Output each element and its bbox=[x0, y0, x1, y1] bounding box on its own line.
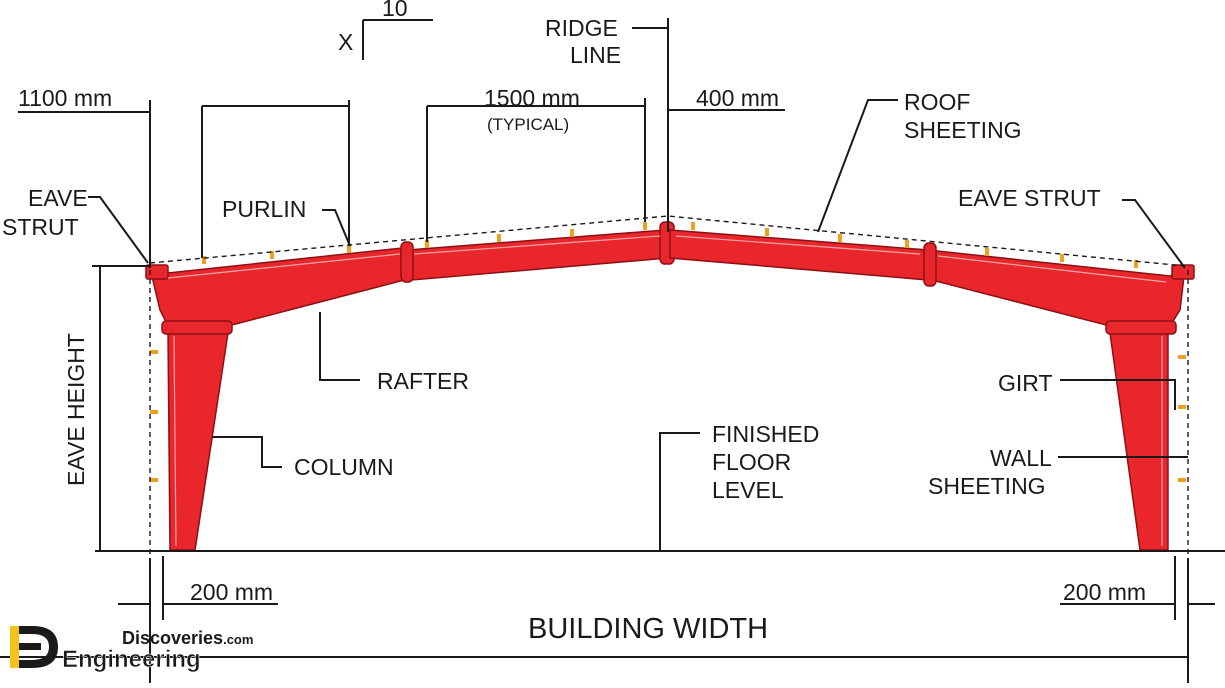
slope-rise-label: X bbox=[338, 29, 353, 55]
right-eave-strut bbox=[1171, 264, 1195, 280]
building-width-label: BUILDING WIDTH bbox=[528, 613, 768, 645]
left-rafter bbox=[407, 229, 669, 281]
dim-1100-label: 1100 mm bbox=[18, 85, 112, 111]
right-splice-plate bbox=[923, 242, 937, 287]
dim-200-right-label: 200 mm bbox=[1063, 579, 1146, 605]
eave-strut-right-label: EAVE STRUT bbox=[958, 185, 1101, 211]
roof-sheeting-line bbox=[149, 215, 1186, 267]
ridge-line-label-2: LINE bbox=[570, 42, 621, 68]
finished-floor-label-3: LEVEL bbox=[712, 477, 784, 503]
finished-floor-label-2: FLOOR bbox=[712, 449, 791, 475]
eave-strut-left-label-1: EAVE bbox=[28, 185, 88, 211]
right-knee-haunch bbox=[927, 249, 1186, 327]
right-knee-plate bbox=[1105, 320, 1177, 335]
left-knee-haunch bbox=[148, 247, 413, 327]
finished-floor-label-1: FINISHED bbox=[712, 421, 819, 447]
leader-lines bbox=[88, 99, 1188, 551]
left-knee-plate bbox=[161, 320, 233, 335]
sheeting-lines bbox=[149, 215, 1189, 555]
purlin-clips bbox=[202, 222, 1138, 268]
right-column bbox=[1109, 332, 1169, 551]
labels: 10 X RIDGE LINE 1100 mm 1500 mm (TYPICAL… bbox=[2, 0, 1146, 645]
wall-sheeting-label-2: SHEETING bbox=[928, 473, 1046, 499]
left-eave-strut bbox=[145, 264, 169, 280]
girt-clips bbox=[150, 350, 1186, 482]
dim-400-label: 400 mm bbox=[696, 85, 779, 111]
column-label: COLUMN bbox=[294, 454, 394, 480]
girt-label: GIRT bbox=[998, 370, 1053, 396]
roof-sheeting-label-2: SHEETING bbox=[904, 117, 1022, 143]
logo-line2: Engineering bbox=[62, 646, 201, 673]
dim-typical-label: (TYPICAL) bbox=[487, 115, 569, 134]
purlin-label: PURLIN bbox=[222, 196, 306, 222]
dim-200-left-label: 200 mm bbox=[190, 579, 273, 605]
wall-sheeting-label-1: WALL bbox=[990, 445, 1052, 471]
dim-1500-label: 1500 mm bbox=[484, 85, 580, 111]
roof-sheeting-label-1: ROOF bbox=[904, 89, 970, 115]
left-splice-plate bbox=[400, 241, 414, 283]
logo: Discoveries.com Engineering bbox=[10, 626, 253, 673]
eave-strut-left-label-2: STRUT bbox=[2, 214, 79, 240]
rafter-label: RAFTER bbox=[377, 368, 469, 394]
logo-line1: Discoveries.com bbox=[122, 628, 253, 648]
left-column bbox=[167, 332, 229, 551]
ridge-line-label-1: RIDGE bbox=[545, 15, 618, 41]
logo-mark bbox=[10, 626, 58, 668]
dimension-lines bbox=[0, 18, 1225, 683]
slope-run-label: 10 bbox=[382, 0, 408, 21]
eave-height-label: EAVE HEIGHT bbox=[63, 333, 89, 486]
